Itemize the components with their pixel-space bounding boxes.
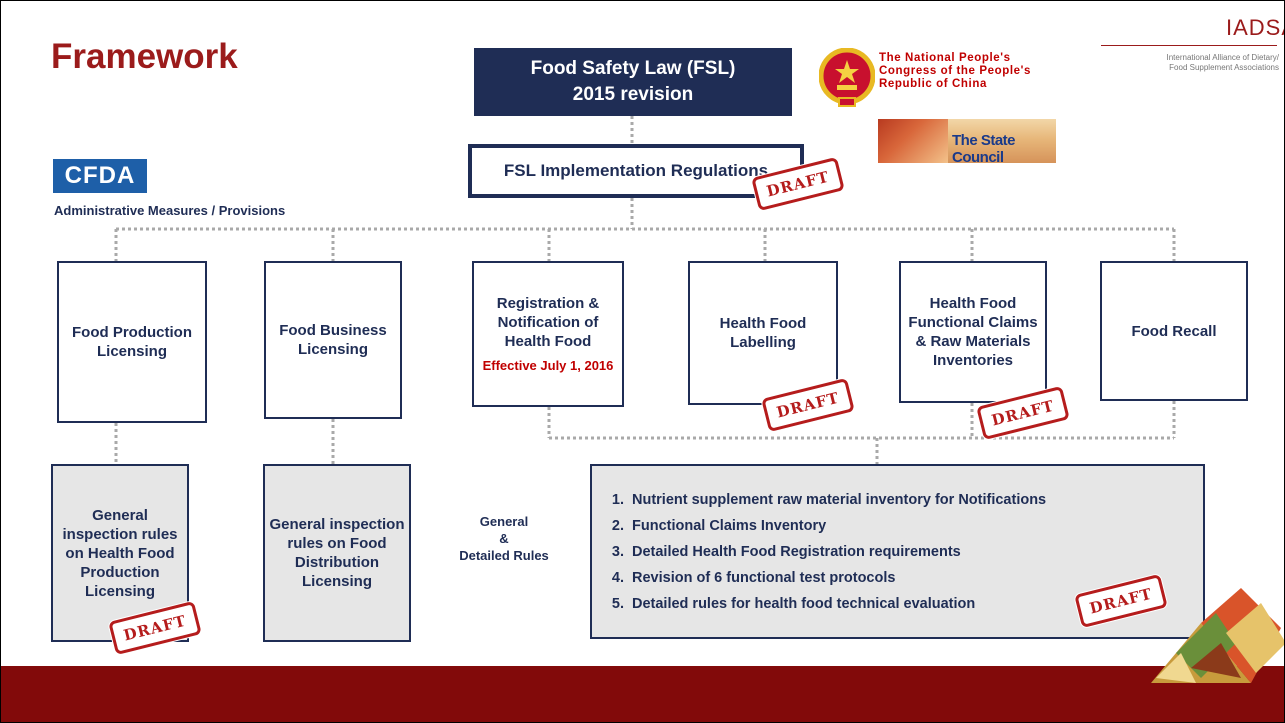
measure-label: Food Business Licensing xyxy=(279,322,387,358)
state-council-label: The State Council xyxy=(952,132,1016,166)
measure-food-production-licensing: Food Production Licensing xyxy=(57,261,207,423)
iadsa-line-2: Food Supplement Associations xyxy=(1169,63,1279,72)
rule-item: Nutrient supplement raw material invento… xyxy=(628,487,1046,513)
detailed-rules-list: Nutrient supplement raw material invento… xyxy=(602,487,1046,617)
implementation-regulations-box: FSL Implementation Regulations xyxy=(468,144,804,198)
iadsa-subtitle: International Alliance of Dietary/ Food … xyxy=(1097,53,1279,73)
iadsa-divider xyxy=(1101,45,1277,46)
inspection-food-distribution: General inspection rules on Food Distrib… xyxy=(263,464,411,642)
measure-label: Health Food Functional Claims & Raw Mate… xyxy=(908,295,1038,369)
fsl-title: Food Safety Law (FSL) xyxy=(530,58,736,79)
iadsa-line-1: International Alliance of Dietary/ xyxy=(1166,53,1279,62)
measure-food-business-licensing: Food Business Licensing xyxy=(264,261,402,419)
inspection-label: General inspection rules on Health Food … xyxy=(62,506,178,600)
rule-item: Functional Claims Inventory xyxy=(628,513,1046,539)
administrative-measures-label: Administrative Measures / Provisions xyxy=(54,203,286,218)
fsl-box: Food Safety Law (FSL) 2015 revision xyxy=(474,48,792,116)
measure-label: Registration & Notification of Health Fo… xyxy=(496,295,600,350)
rule-item: Detailed Health Food Registration requir… xyxy=(628,539,1046,565)
measure-food-recall: Food Recall xyxy=(1100,261,1248,401)
general-detailed-rules-label: General & Detailed Rules xyxy=(429,513,579,564)
national-emblem-icon xyxy=(819,48,875,107)
npc-line-1: The National People's xyxy=(879,52,1011,64)
npc-line-2: Congress of the People's xyxy=(879,65,1031,77)
inspection-health-food-production: General inspection rules on Health Food … xyxy=(51,464,189,642)
bottom-bar xyxy=(1,666,1284,722)
rule-item: Detailed rules for health food technical… xyxy=(628,591,1046,617)
cfda-logo: CFDA xyxy=(53,159,147,193)
state-council-roof-image xyxy=(878,119,948,163)
measure-registration-notification: Registration & Notification of Health Fo… xyxy=(472,261,624,407)
rule-item: Revision of 6 functional test protocols xyxy=(628,565,1046,591)
npc-label: The National People's Congress of the Pe… xyxy=(879,52,1031,91)
measure-label: Food Production Licensing xyxy=(72,324,192,360)
iadsa-logo: IADSA xyxy=(1226,15,1284,40)
measure-functional-claims: Health Food Functional Claims & Raw Mate… xyxy=(899,261,1047,403)
gdr-line-2: & xyxy=(499,531,509,546)
measure-health-food-labelling: Health Food Labelling xyxy=(688,261,838,405)
food-collage-image xyxy=(1151,588,1284,683)
page-title: Framework xyxy=(51,37,238,76)
gdr-line-1: General xyxy=(479,514,529,529)
npc-line-3: Republic of China xyxy=(879,78,987,90)
measure-label: Health Food Labelling xyxy=(719,315,807,351)
gdr-line-3: Detailed Rules xyxy=(459,548,549,563)
inspection-label: General inspection rules on Food Distrib… xyxy=(269,516,405,590)
measure-label: Food Recall xyxy=(1131,322,1217,340)
effective-date: Effective July 1, 2016 xyxy=(482,358,614,373)
state-council-logo: The State Council xyxy=(878,119,1056,166)
fsl-revision: 2015 revision xyxy=(572,84,694,105)
